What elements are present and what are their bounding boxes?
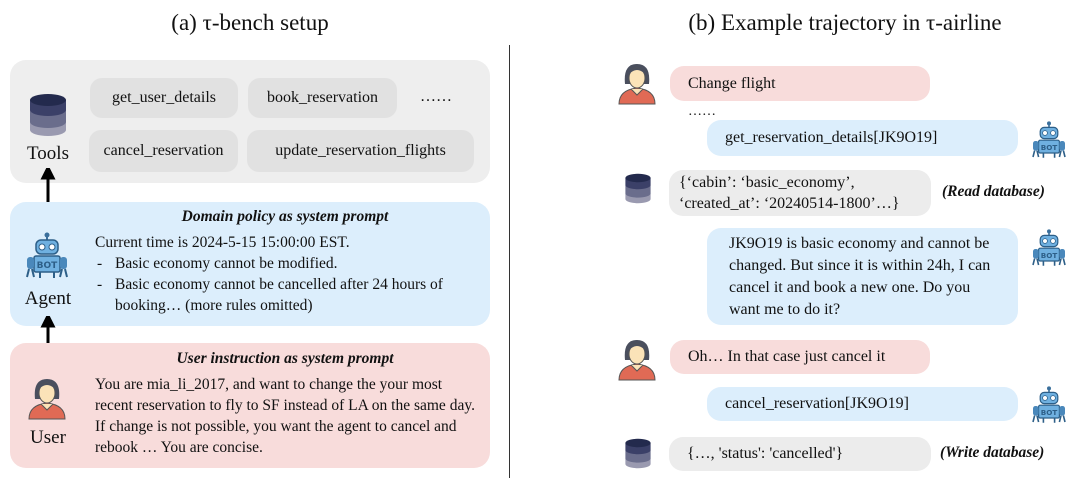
user-heading: User instruction as system prompt <box>176 350 394 367</box>
user-panel <box>10 343 490 468</box>
setup-title: (a) τ-bench setup <box>171 10 329 35</box>
write-database-note: (Write database) <box>940 444 1045 461</box>
agent-tool-call: get_reservation_details[JK9O19] <box>707 120 1018 156</box>
database-icon <box>624 437 652 470</box>
read-database-note: (Read database) <box>942 183 1045 200</box>
database-icon <box>624 172 652 205</box>
database-icon <box>28 92 68 138</box>
policy-rule: Basic economy cannot be cancelled after … <box>95 274 480 316</box>
agent-tool-call: cancel_reservation[JK9O19] <box>707 387 1018 421</box>
agent-heading: Domain policy as system prompt <box>181 208 389 225</box>
agent-policy: Current time is 2024-5-15 15:00:00 EST. … <box>95 232 480 316</box>
user-label: User <box>30 427 66 448</box>
user-icon <box>615 60 659 106</box>
database-write-result: {…, 'status': 'cancelled'} <box>669 437 931 471</box>
policy-current-time: Current time is 2024-5-15 15:00:00 EST. <box>95 234 350 251</box>
user-message: Oh… In that case just cancel it <box>670 340 930 374</box>
bot-icon <box>1031 121 1067 161</box>
agent-response: JK9O19 is basic economy and cannot be ch… <box>707 228 1018 325</box>
tool-book-reservation: book_reservation <box>248 78 397 118</box>
user-icon <box>615 336 659 382</box>
tools-label: Tools <box>27 143 69 164</box>
bot-icon <box>25 232 69 282</box>
bot-icon <box>1031 386 1067 426</box>
ellipsis: …… <box>688 104 716 119</box>
bot-icon <box>1031 229 1067 269</box>
trajectory-title: (b) Example trajectory in τ-airline <box>688 10 1002 35</box>
agent-label: Agent <box>24 288 72 309</box>
tool-get-user-details: get_user_details <box>90 78 238 118</box>
user-instruction: You are mia_li_2017, and want to change … <box>95 376 475 456</box>
user-icon <box>25 375 69 421</box>
policy-rule: Basic economy cannot be modified. <box>95 253 480 274</box>
database-read-result: {‘cabin’: ‘basic_economy’, ‘created_at’:… <box>669 170 931 216</box>
tools-ellipsis: …… <box>420 88 452 105</box>
tool-update-reservation-flights: update_reservation_flights <box>247 130 474 172</box>
tool-cancel-reservation: cancel_reservation <box>89 130 238 172</box>
panel-divider <box>509 45 510 478</box>
user-message: Change flight <box>670 66 930 101</box>
